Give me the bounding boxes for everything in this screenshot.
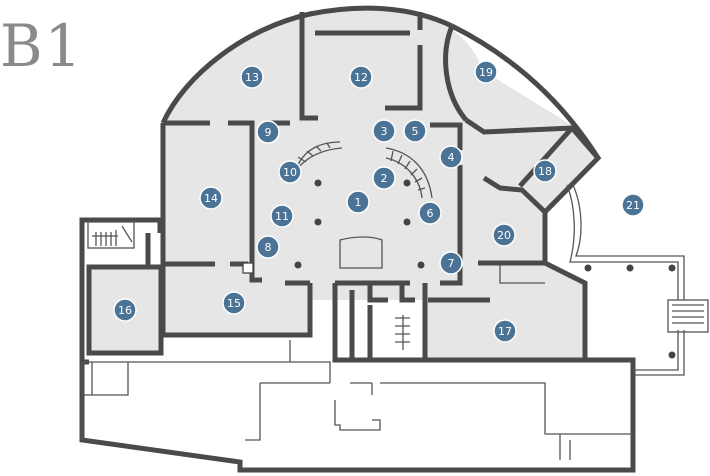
room-marker-8[interactable]: 8 [256,235,280,259]
marker-circle [240,65,264,89]
room-marker-10[interactable]: 10 [278,160,302,184]
marker-circle [439,251,463,275]
marker-label: 9 [265,126,272,139]
room-marker-17[interactable]: 17 [493,319,517,343]
marker-circle [492,223,516,247]
marker-circle [403,119,427,143]
marker-circle [256,120,280,144]
marker-label: 15 [227,297,241,310]
marker-circle [199,186,223,210]
marker-circle [270,204,294,228]
room-marker-1[interactable]: 1 [346,190,370,214]
marker-circle [372,119,396,143]
thin-lines [81,184,709,460]
room-marker-14[interactable]: 14 [199,186,223,210]
marker-circle [222,291,246,315]
marker-circle [418,201,442,225]
marker-circle [621,193,645,217]
marker-label: 4 [448,151,455,164]
marker-label: 12 [354,71,368,84]
room-marker-3[interactable]: 3 [372,119,396,143]
marker-label: 1 [355,196,362,209]
room-marker-7[interactable]: 7 [439,251,463,275]
marker-label: 17 [498,325,512,338]
room-marker-18[interactable]: 18 [533,159,557,183]
room-marker-21[interactable]: 21 [621,193,645,217]
room-marker-6[interactable]: 6 [418,201,442,225]
marker-label: 7 [448,257,455,270]
marker-label: 11 [275,210,289,223]
marker-circle [346,190,370,214]
room-marker-11[interactable]: 11 [270,204,294,228]
marker-circle [493,319,517,343]
room-marker-16[interactable]: 16 [113,298,137,322]
marker-circle [113,298,137,322]
marker-label: 18 [538,165,552,178]
marker-label: 6 [427,207,434,220]
room-marker-19[interactable]: 19 [474,60,498,84]
marker-label: 8 [265,241,272,254]
marker-label: 16 [118,304,132,317]
room-marker-20[interactable]: 20 [492,223,516,247]
marker-circle [439,145,463,169]
marker-circle [349,65,373,89]
marker-label: 2 [381,172,388,185]
marker-circle [474,60,498,84]
room-marker-9[interactable]: 9 [256,120,280,144]
marker-label: 14 [204,192,218,205]
floor-label: B1 [0,12,84,80]
room-marker-13[interactable]: 13 [240,65,264,89]
marker-label: 21 [626,199,640,212]
marker-label: 5 [412,125,419,138]
room-marker-4[interactable]: 4 [439,145,463,169]
room-marker-2[interactable]: 2 [372,166,396,190]
marker-label: 20 [497,229,511,242]
marker-circle [533,159,557,183]
marker-circle [256,235,280,259]
marker-circle [278,160,302,184]
marker-circle [372,166,396,190]
marker-label: 3 [381,125,388,138]
columns [242,179,676,359]
marker-label: 19 [479,66,493,79]
room-marker-15[interactable]: 15 [222,291,246,315]
room-marker-5[interactable]: 5 [403,119,427,143]
walls [79,5,636,473]
marker-label: 10 [283,166,297,179]
marker-label: 13 [245,71,259,84]
room-marker-12[interactable]: 12 [349,65,373,89]
